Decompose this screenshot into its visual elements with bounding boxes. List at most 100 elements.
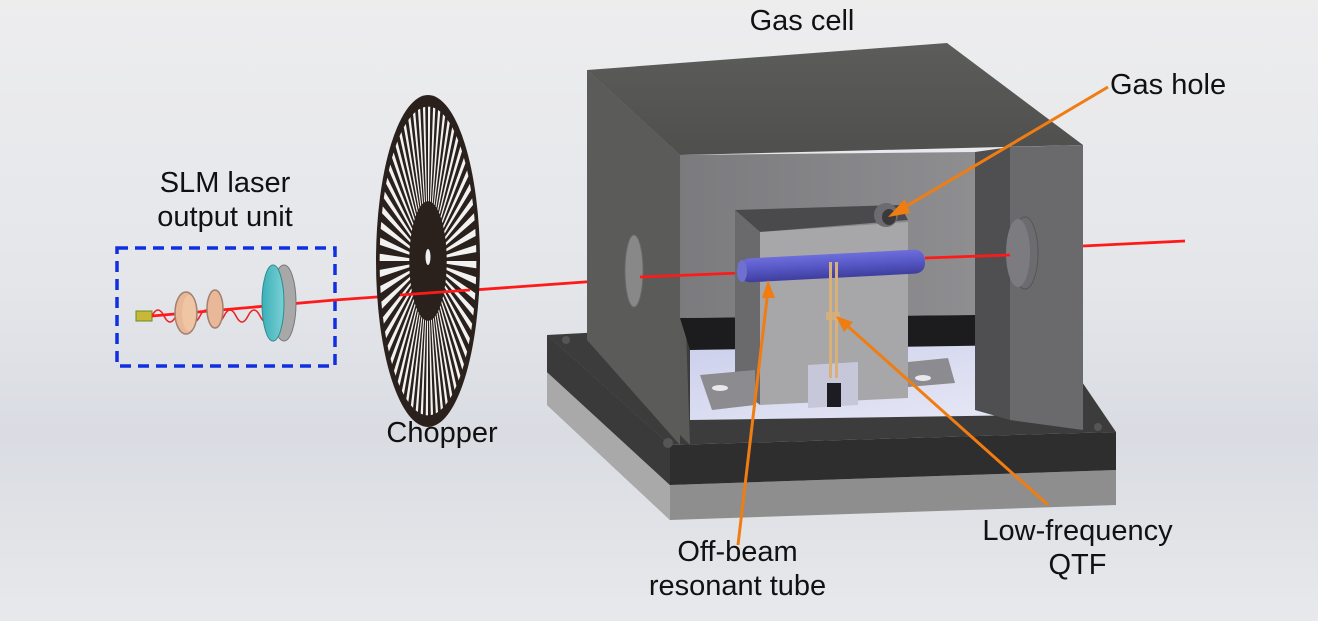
chopper-slot bbox=[397, 307, 417, 386]
base-lower-side bbox=[547, 372, 670, 520]
mount-back-top bbox=[735, 205, 908, 232]
chopper-slot bbox=[434, 315, 448, 405]
chopper-slot bbox=[380, 221, 410, 249]
chopper-slot bbox=[441, 300, 464, 370]
window-right bbox=[1006, 219, 1030, 287]
chopper-slot bbox=[444, 183, 471, 234]
chopper-slot bbox=[399, 131, 418, 213]
chopper-slot bbox=[441, 157, 466, 224]
label-tube-line1: Off-beam bbox=[677, 536, 798, 568]
screw-hole-2 bbox=[562, 336, 570, 344]
chopper-slot bbox=[386, 177, 413, 232]
chopper-slot bbox=[382, 206, 411, 243]
chopper-slot bbox=[435, 119, 450, 208]
chopper-slot bbox=[445, 279, 474, 316]
chopper-slot bbox=[439, 305, 461, 381]
chopper-slot bbox=[401, 311, 419, 395]
foot-slot-left bbox=[712, 385, 728, 391]
lens-1-face bbox=[182, 295, 196, 331]
screw-hole-1 bbox=[663, 438, 673, 448]
chopper-slot bbox=[415, 318, 425, 413]
chopper-slot bbox=[446, 244, 477, 258]
laser-beam-inner bbox=[639, 271, 741, 279]
cell-right-wall bbox=[1010, 145, 1083, 430]
chopper-slot bbox=[446, 261, 477, 269]
chopper-slot bbox=[393, 303, 416, 376]
laser-beam-exit bbox=[1082, 239, 1186, 248]
chopper-slot bbox=[438, 309, 457, 391]
chopper-slot bbox=[443, 290, 470, 345]
chopper-slot bbox=[381, 276, 411, 309]
base-plate-lower bbox=[547, 372, 1116, 520]
label-chopper: Chopper bbox=[386, 417, 498, 449]
dashed-box bbox=[115, 246, 337, 368]
label-tube-line2: resonant tube bbox=[648, 570, 827, 602]
waveplate-disc bbox=[261, 264, 285, 342]
chopper-slot bbox=[382, 282, 411, 324]
chopper-slot bbox=[413, 112, 424, 205]
chopper-slot bbox=[433, 114, 446, 206]
chopper-slot bbox=[379, 264, 410, 278]
chopper-slot bbox=[420, 320, 427, 415]
label-slm-line2: output unit bbox=[157, 201, 293, 233]
chopper-center-hole bbox=[425, 249, 431, 265]
chopper-slot bbox=[431, 109, 441, 204]
arrow-qtf bbox=[836, 316, 853, 332]
chopper-wheel bbox=[376, 95, 480, 427]
mount-foot-right bbox=[908, 358, 955, 387]
arrow-tube bbox=[762, 280, 775, 298]
chopper-slot bbox=[417, 108, 425, 203]
base-plate-upper bbox=[547, 335, 1116, 485]
gas-cell bbox=[547, 43, 1116, 520]
chopper-slot bbox=[380, 270, 410, 294]
chopper-slot bbox=[395, 141, 417, 217]
chopper-slot bbox=[446, 228, 476, 252]
label-qtf-line1: Low-frequency bbox=[982, 515, 1173, 547]
chopper-slot bbox=[406, 314, 421, 403]
chopper-slot bbox=[428, 106, 431, 202]
label-qtf-line2: QTF bbox=[1048, 549, 1107, 581]
chopper-slot bbox=[379, 237, 410, 255]
chopper-slot bbox=[422, 106, 427, 202]
chopper-slot bbox=[390, 298, 415, 365]
chopper-slot bbox=[432, 317, 443, 410]
tube-end bbox=[737, 260, 747, 282]
chopper-slot bbox=[429, 320, 434, 416]
chopper-slot bbox=[429, 107, 436, 202]
qtf-joint bbox=[826, 312, 840, 320]
chopper-slot bbox=[442, 296, 468, 358]
leader-lines bbox=[736, 85, 1109, 546]
chopper-slot bbox=[431, 319, 439, 414]
chopper-slot bbox=[446, 273, 476, 301]
chopper-slot bbox=[385, 288, 412, 339]
cell-right-inner bbox=[975, 147, 1010, 420]
arrow-gas-hole bbox=[888, 199, 910, 217]
laser-beam-outer bbox=[924, 253, 1011, 260]
screw-hole-3 bbox=[1094, 423, 1102, 431]
chopper-slot bbox=[445, 213, 475, 246]
chopper-slot bbox=[403, 123, 420, 210]
chopper-slot bbox=[440, 146, 463, 219]
laser-diode bbox=[135, 310, 153, 322]
label-slm-unit: SLM laser output unit bbox=[120, 166, 330, 234]
qtf-base bbox=[827, 383, 841, 407]
label-gas-cell: Gas cell bbox=[749, 5, 855, 37]
laser-beam-chopper-front bbox=[399, 288, 471, 297]
foot-slot-right bbox=[915, 375, 931, 381]
chopper-slot bbox=[443, 170, 469, 229]
slm-laser-output-unit bbox=[115, 246, 337, 368]
base-upper-side bbox=[547, 335, 670, 485]
mount-foot-left bbox=[700, 370, 755, 410]
chopper-slot bbox=[436, 312, 453, 399]
chopper-slot bbox=[425, 320, 428, 416]
window-left bbox=[624, 234, 644, 308]
leader-tube bbox=[736, 289, 770, 546]
chopper-slot bbox=[392, 152, 415, 222]
chopper-slot bbox=[446, 267, 477, 285]
label-resonant-tube: Off-beam resonant tube bbox=[625, 535, 850, 603]
chopper-slot bbox=[445, 198, 474, 240]
leader-qtf bbox=[842, 320, 1049, 507]
chopper-slot bbox=[410, 316, 423, 408]
chopper-slot bbox=[408, 117, 422, 207]
